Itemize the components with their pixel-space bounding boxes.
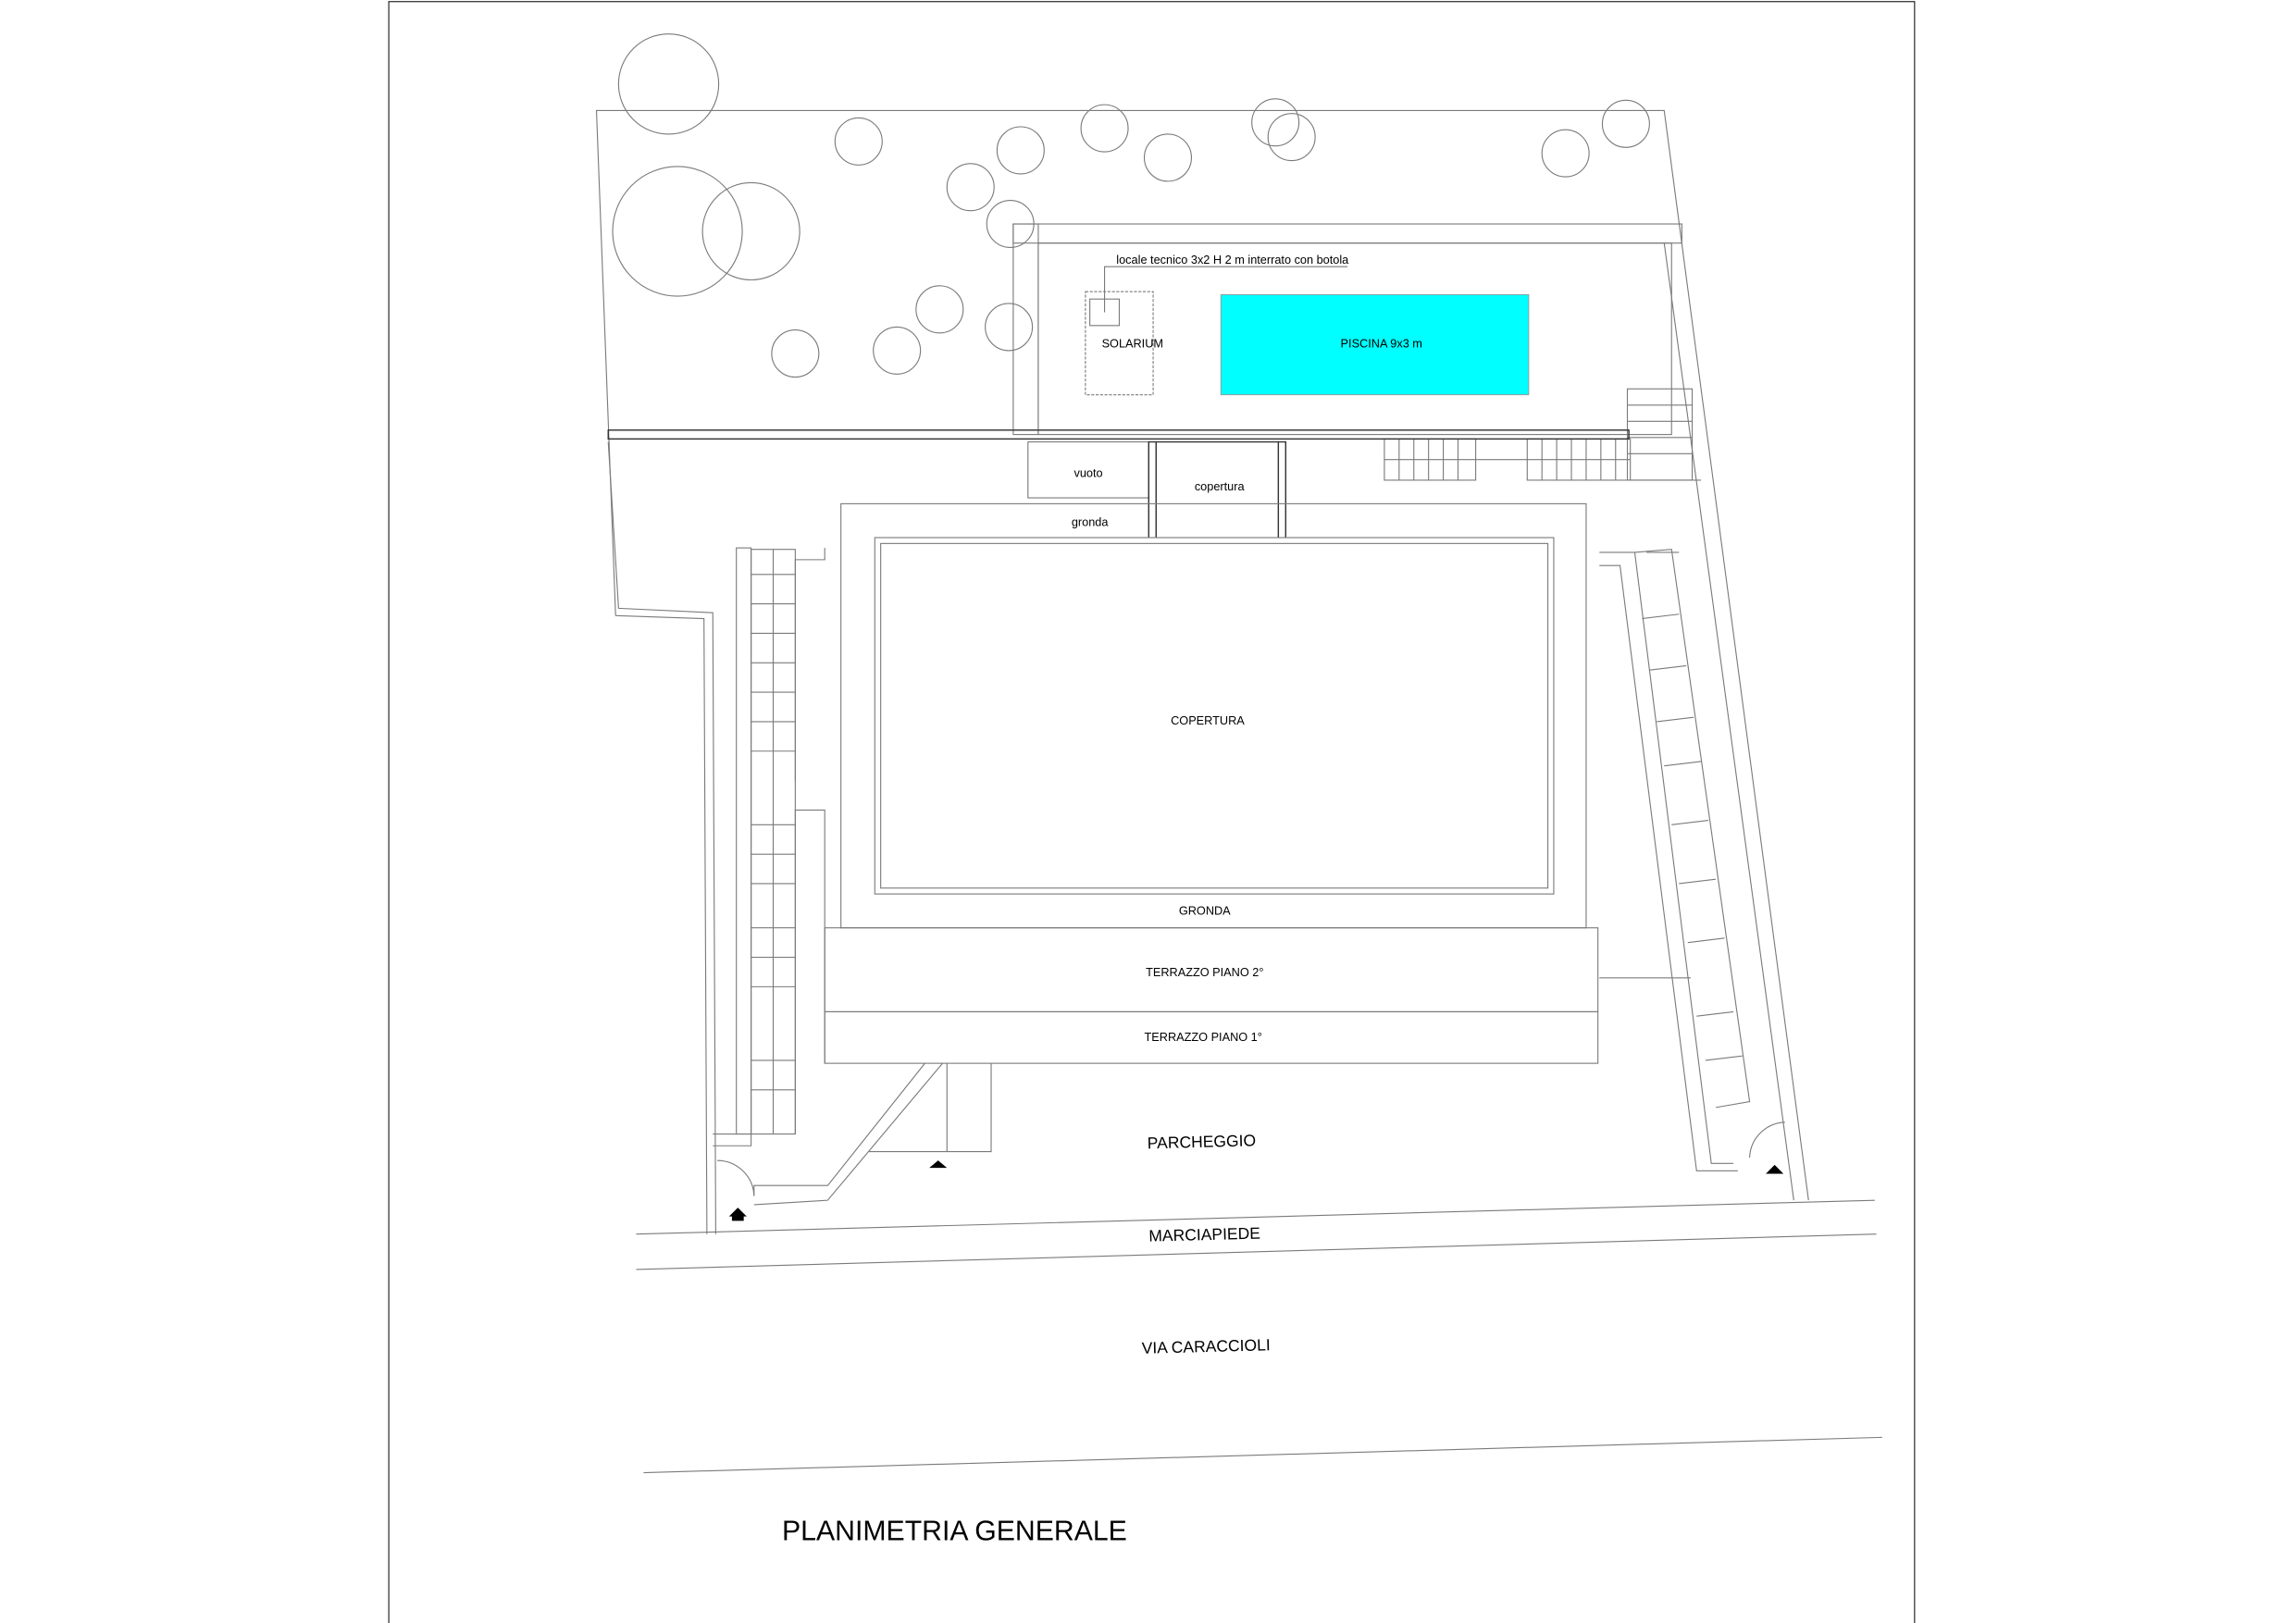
- curb-line: [636, 1233, 1877, 1270]
- terrace-1-label: TERRAZZO PIANO 1°: [1145, 1030, 1262, 1044]
- boundary-wall: [607, 429, 1630, 440]
- site-boundary-left: [615, 614, 708, 1234]
- pool-label: PISCINA 9x3 m: [1341, 337, 1422, 351]
- paving-top: [1012, 223, 1682, 244]
- technical-room-label: locale tecnico 3x2 H 2 m interrato con b…: [1116, 253, 1349, 266]
- roof-outer: [874, 537, 1555, 895]
- roof-small-wall: [1277, 440, 1287, 538]
- roof-small: [1148, 440, 1157, 538]
- solarium-label: SOLARIUM: [1102, 337, 1163, 351]
- roof-label: COPERTURA: [1171, 713, 1245, 727]
- sidewalk-edge: [636, 1199, 1875, 1235]
- entry-arrow-icon: [728, 1208, 747, 1221]
- roof-small-label: copertura: [1195, 479, 1246, 493]
- solarium-area: [1085, 291, 1154, 396]
- drawing-title: PLANIMETRIA GENERALE: [782, 1517, 1127, 1547]
- entry-arrow-icon: [1766, 1164, 1784, 1174]
- site-boundary-left-inner: [607, 441, 716, 1234]
- pool-deck: [1037, 242, 1672, 436]
- left-stairs: [713, 547, 992, 1206]
- terrace-2-label: TERRAZZO PIANO 2°: [1146, 965, 1263, 979]
- entry-arrow-icon: [929, 1160, 948, 1169]
- drawing-frame: [388, 1, 1916, 1623]
- parking-label: PARCHEGGIO: [1148, 1131, 1257, 1152]
- street-label: VIA CARACCIOLI: [1141, 1335, 1271, 1357]
- roof-inner: [880, 542, 1549, 889]
- paving-left: [1012, 223, 1039, 436]
- void-label: vuoto: [1074, 466, 1102, 480]
- leader-line: [1103, 266, 1348, 313]
- gutter-label: GRONDA: [1179, 903, 1231, 917]
- road-edge: [643, 1436, 1882, 1474]
- sidewalk-label: MARCIAPIEDE: [1148, 1224, 1260, 1245]
- pool: [1220, 293, 1530, 396]
- site-boundary: [595, 109, 1809, 1201]
- right-stairs: [1599, 549, 1785, 1171]
- site-boundary-right-inner: [1663, 242, 1794, 1201]
- gutter-small-label: gronda: [1072, 514, 1110, 528]
